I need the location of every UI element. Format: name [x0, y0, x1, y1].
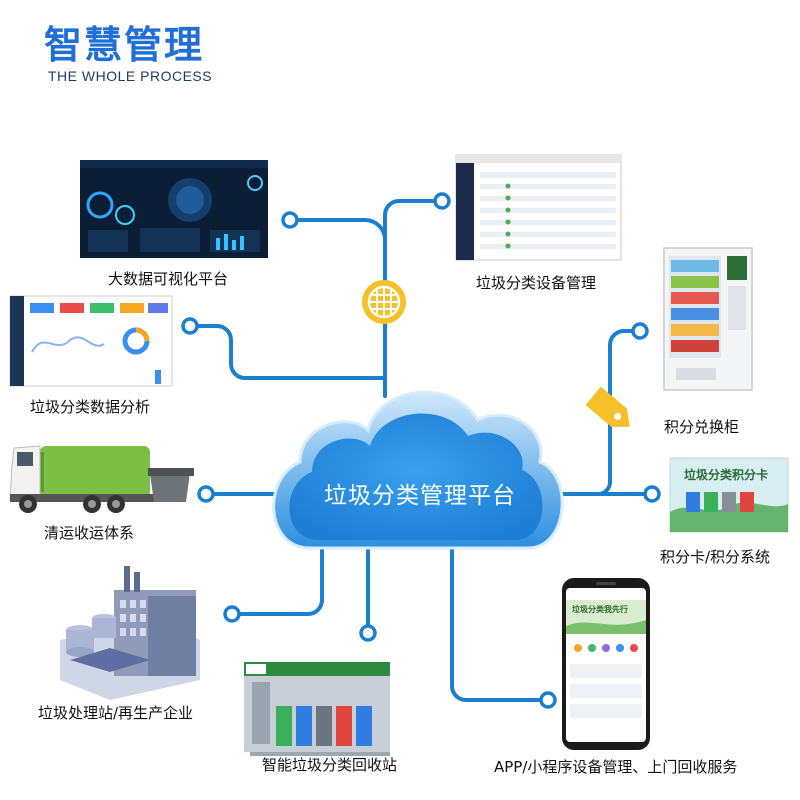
label-points-cabinet: 积分兑换柜 [664, 418, 740, 436]
label-app: APP/小程序设备管理、上门回收服务 [494, 758, 738, 776]
hub-label: 垃圾分类管理平台 [324, 483, 516, 509]
endpoint-device-mgmt [433, 192, 451, 210]
endpoint-app [539, 691, 557, 709]
label-processing: 垃圾处理站/再生产企业 [38, 704, 194, 722]
endpoint-points-cabinet [631, 322, 649, 340]
page-title: 智慧管理 [44, 23, 205, 67]
endpoint-points-card [643, 485, 661, 503]
recycle-station-image [244, 662, 390, 756]
endpoint-data-analysis [181, 317, 199, 335]
endpoint-big-data [281, 211, 299, 229]
label-device-mgmt: 垃圾分类设备管理 [476, 274, 597, 292]
phone-app-image [562, 578, 650, 750]
label-big-data: 大数据可视化平台 [108, 270, 229, 288]
cloud-hub-shape [272, 390, 564, 550]
label-points-card: 积分卡/积分系统 [660, 548, 771, 566]
device-management-image [455, 154, 622, 261]
endpoint-collection [197, 485, 215, 503]
link-trunk-top [383, 199, 444, 398]
garbage-truck-image [9, 445, 194, 513]
data-analysis-image [9, 295, 173, 387]
tag-icon [585, 386, 630, 427]
points-card-banner-text: 垃圾分类积分卡 [684, 468, 769, 482]
phone-banner-text: 垃圾分类我先行 [572, 605, 628, 614]
big-data-dashboard-image [80, 160, 268, 258]
link-big-data [288, 218, 387, 242]
label-collection: 清运收运体系 [44, 524, 135, 542]
link-processing [230, 536, 324, 616]
page-subtitle: THE WHOLE PROCESS [48, 68, 213, 84]
endpoint-processing [223, 605, 241, 623]
vending-cabinet-image [663, 247, 753, 391]
link-app [450, 538, 550, 702]
grid-badge-icon [362, 280, 406, 324]
label-data-analysis: 垃圾分类数据分析 [30, 398, 151, 416]
label-recycle-station: 智能垃圾分类回收站 [262, 756, 398, 774]
processing-plant-image [60, 566, 200, 700]
points-card-image [669, 457, 789, 533]
endpoint-recycle [359, 624, 377, 642]
link-data-analysis [188, 324, 387, 380]
